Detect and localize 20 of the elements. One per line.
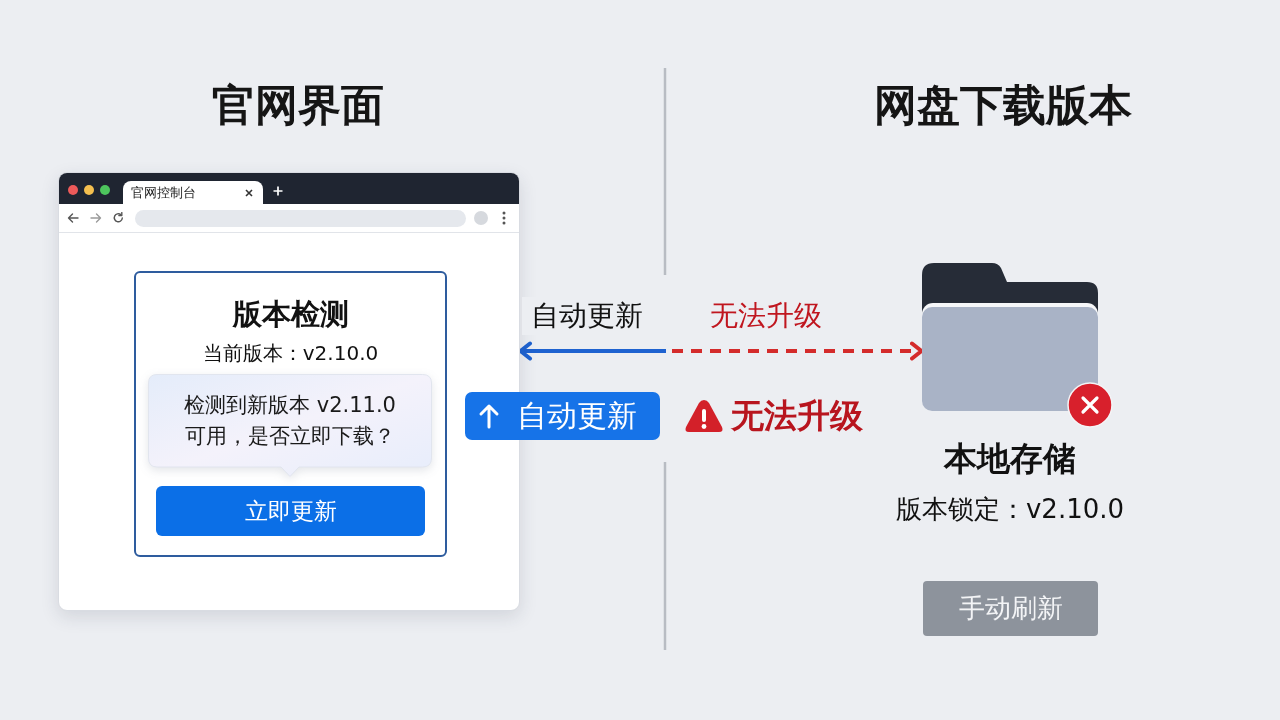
column-heading: 官网界面 [211, 79, 385, 131]
popup-message: 检测到新版本 v2.11.0可用，是否立即下载？ [183, 392, 397, 450]
update-popup [148, 374, 432, 477]
version-text: 当前版本：v2.10.0 [201, 340, 380, 366]
folder-illustration [922, 263, 1098, 412]
tab-title: 官网控制台 [131, 184, 196, 201]
dashed-arrow [672, 341, 924, 361]
status-badge [465, 392, 660, 440]
version-text: 版本锁定：v2.10.0 [894, 493, 1126, 525]
status-text: 自动更新 [517, 397, 637, 435]
arrow [518, 341, 666, 361]
card-title: 版本检测 [231, 296, 350, 332]
browser-window [58, 172, 520, 611]
warning-text: 无法升级 [731, 395, 863, 437]
version-card [134, 271, 447, 557]
storage-title: 本地存储 [942, 438, 1077, 480]
browser-tab [123, 181, 263, 204]
refresh-button: 手动刷新 [923, 581, 1098, 636]
column-heading: 网盘下载版本 [873, 79, 1133, 131]
update-button: 立即更新 [156, 486, 425, 536]
